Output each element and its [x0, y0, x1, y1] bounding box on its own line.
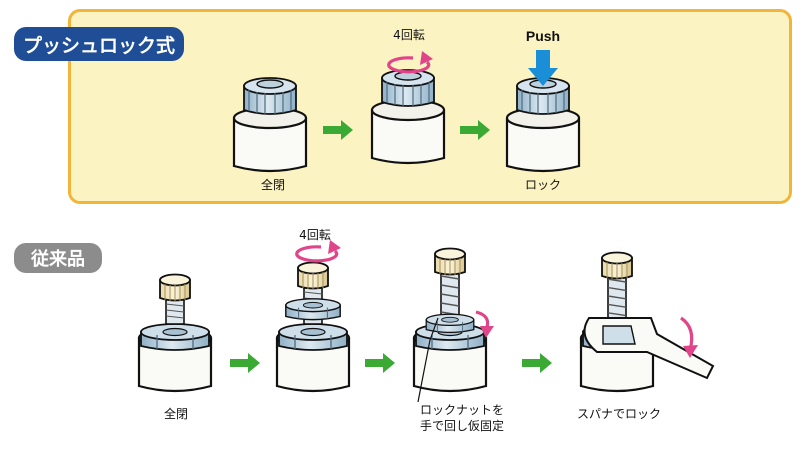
push-label: Push: [525, 28, 561, 44]
rotate-arrow-icon-2: [295, 238, 343, 263]
conventional-step-wrench: [579, 251, 715, 393]
rotate-label: 4回転: [393, 28, 425, 42]
step-arrow-1: [323, 120, 353, 140]
callout-line1: ロックナットを: [420, 403, 505, 417]
step-label-closed-2: 全閉: [163, 407, 189, 421]
step-arrow-4: [365, 353, 395, 373]
push-lock-step-closed: [232, 77, 308, 173]
step-arrow-3: [230, 353, 260, 373]
callout-line2: 手で回し仮固定: [420, 419, 505, 433]
rotate-label-2: 4回転: [299, 228, 331, 242]
conventional-step-closed: [137, 273, 213, 393]
push-lock-step-rotate: [370, 69, 446, 165]
conventional-step-rotate: [275, 261, 351, 393]
push-lock-step-locked: [505, 77, 581, 173]
push-lock-title: プッシュロック式: [14, 27, 184, 61]
rotate-arrow-icon: [387, 49, 435, 74]
step-label-closed: 全閉: [260, 178, 286, 192]
wrench-arrow-icon: [680, 316, 694, 351]
callout-line: [417, 317, 439, 403]
step-arrow-5: [522, 353, 552, 373]
callout-text: ロックナットを 手で回し仮固定: [420, 402, 504, 434]
step-label-wrench: スパナでロック: [576, 407, 662, 421]
step-arrow-2: [460, 120, 490, 140]
push-arrow-icon: [528, 50, 558, 86]
step-label-lock: ロック: [524, 178, 562, 192]
conventional-title: 従来品: [14, 243, 102, 273]
